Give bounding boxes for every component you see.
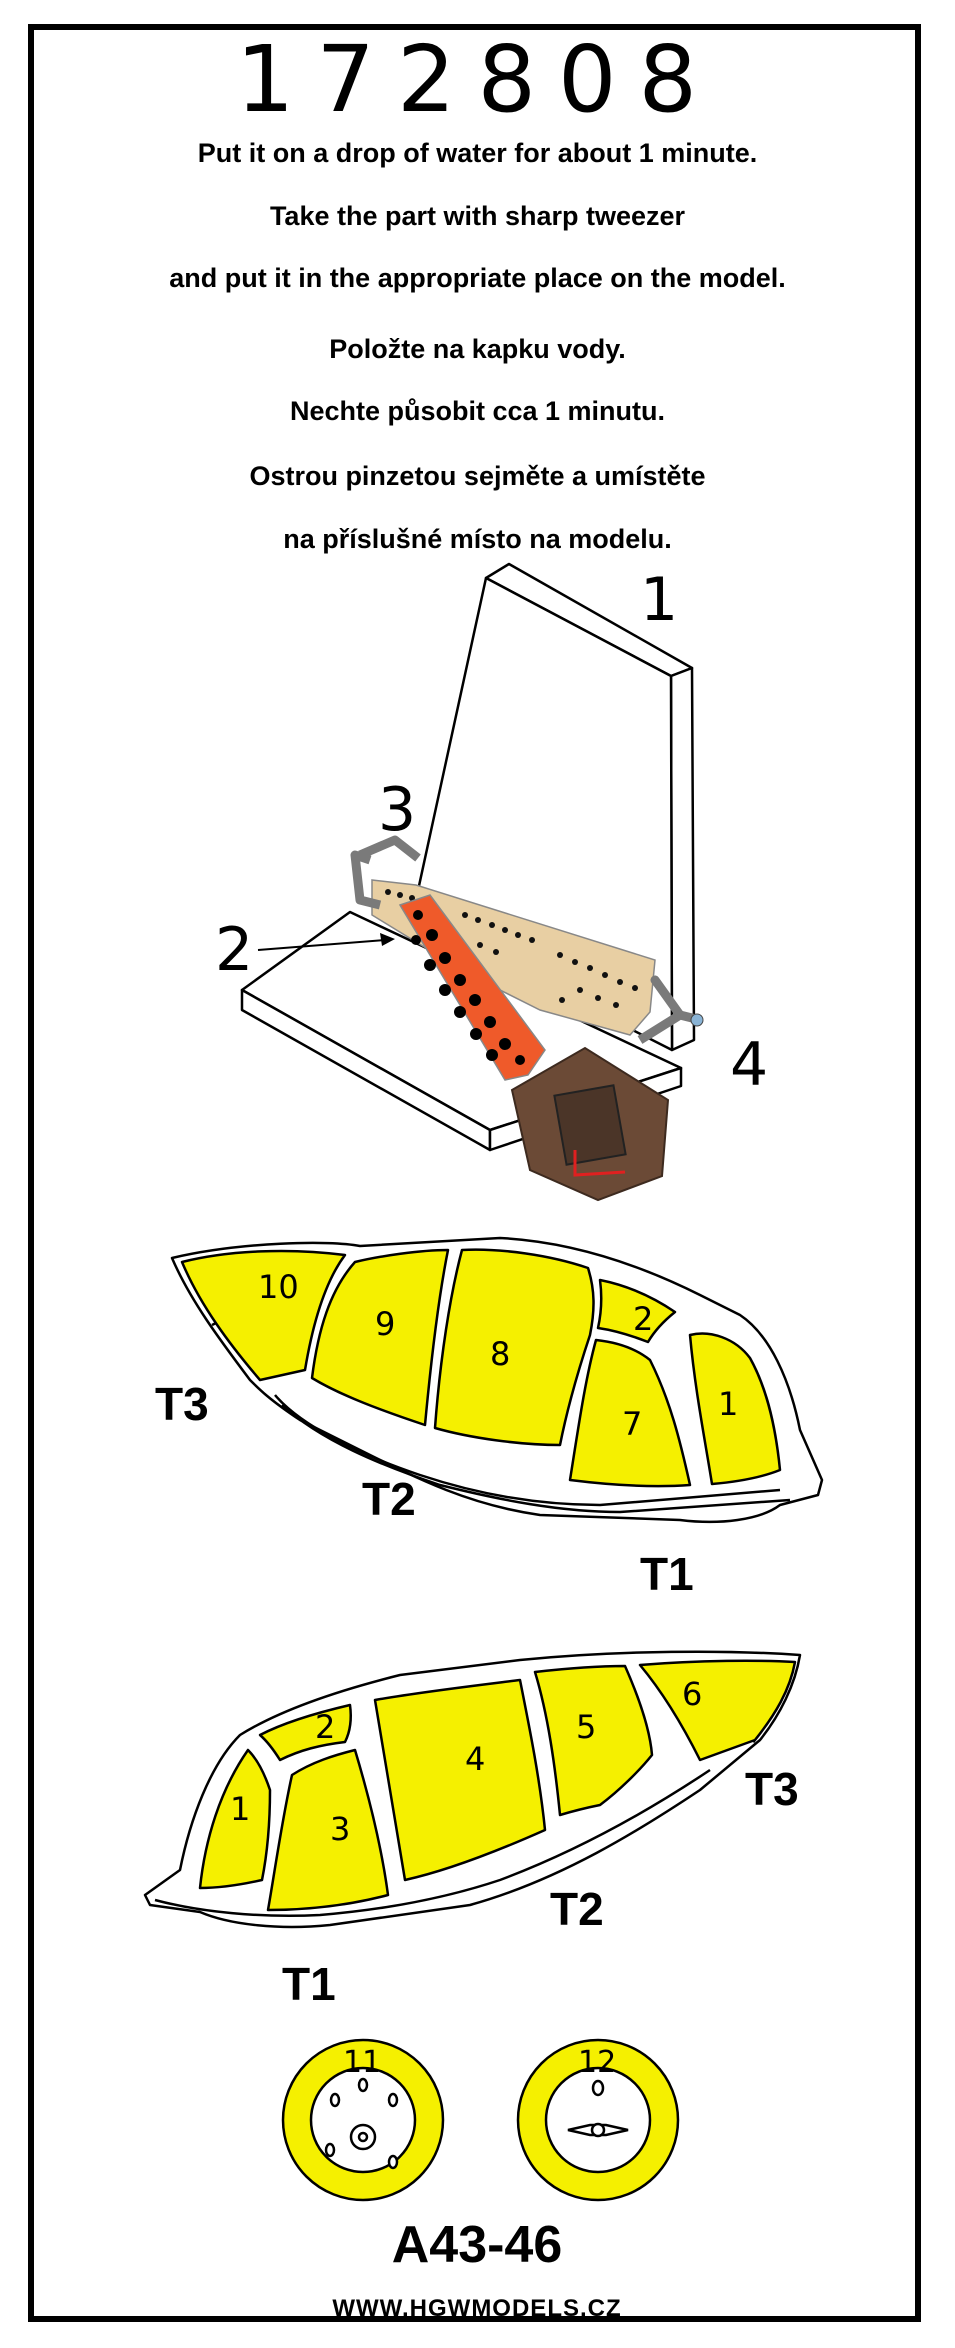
- panel-label: 2: [315, 1708, 335, 1746]
- panel-label: 8: [490, 1335, 510, 1373]
- seatbelt: [350, 835, 704, 1202]
- mask-panel-9: [310, 1248, 450, 1427]
- frame-label-t1: T1: [640, 1548, 694, 1600]
- panel-label: 1: [230, 1790, 250, 1828]
- canopy-side-1: [170, 1236, 824, 1524]
- mask-panel-5: [533, 1664, 654, 1817]
- panel-label: 10: [258, 1268, 299, 1306]
- instruction-line-3: and put it in the appropriate place on t…: [169, 263, 786, 293]
- label-buckle-right: 4: [730, 1030, 768, 1100]
- frame-label-t1: T1: [282, 1958, 336, 2010]
- instruction-line-5: Nechte působit cca 1 minutu.: [289, 396, 666, 426]
- mask-panel-1b: [198, 1748, 272, 1890]
- panel-label: 3: [330, 1810, 350, 1848]
- panel-label: 4: [465, 1740, 485, 1778]
- panel-label: 5: [576, 1708, 596, 1746]
- instruction-line-6: Ostrou pinzetou sejměte a umístěte: [249, 461, 706, 491]
- panel-label: 9: [375, 1305, 395, 1343]
- wheel-11: [281, 2038, 445, 2202]
- leader-line-belt: [257, 933, 395, 951]
- panel-label: 1: [718, 1385, 738, 1423]
- frame-label-t3: T3: [155, 1378, 209, 1430]
- mask-panel-3: [266, 1748, 390, 1912]
- canopy-side-2: [143, 1650, 802, 1929]
- seat-labels: 1 3 2 4: [215, 565, 768, 1100]
- frame-label-t2: T2: [362, 1473, 416, 1525]
- mask-panel-7: [568, 1338, 692, 1488]
- sheet-code: 172808: [235, 26, 720, 133]
- sheet-border: [28, 24, 921, 2322]
- mask-panel-8: [433, 1248, 595, 1447]
- panel-label: 7: [622, 1405, 642, 1443]
- mask-panel-2b: [258, 1703, 353, 1762]
- frame-label-t2: T2: [550, 1883, 604, 1935]
- model-code: A43-46: [392, 2216, 563, 2274]
- mask-panel-10: [180, 1249, 347, 1382]
- instruction-line-2: Take the part with sharp tweezer: [269, 201, 686, 231]
- wheel-12: [516, 2038, 680, 2202]
- label-backrest: 1: [640, 565, 678, 635]
- label-belt: 2: [215, 915, 253, 985]
- seat-illustration: [240, 562, 696, 1152]
- mask-panel-1: [688, 1332, 782, 1486]
- canopy-1-labels: 10 9 8 2 7 1 T3 T2 T1: [155, 1268, 738, 1600]
- website-url: WWW.HGWMODELS.CZ: [332, 2295, 621, 2322]
- wheel-label-12: 12: [578, 2045, 616, 2080]
- wheel-label-11: 11: [343, 2045, 381, 2080]
- frame-label-t3: T3: [745, 1763, 799, 1815]
- mask-panel-2: [596, 1278, 677, 1344]
- panel-label: 6: [682, 1675, 702, 1713]
- mask-panel-4: [373, 1678, 547, 1882]
- mask-panel-6: [638, 1659, 797, 1762]
- instruction-line-7: na příslušné místo na modelu.: [283, 524, 672, 554]
- instruction-line-1: Put it on a drop of water for about 1 mi…: [197, 138, 758, 168]
- instruction-line-4: Položte na kapku vody.: [329, 334, 626, 364]
- label-buckle-left: 3: [378, 775, 416, 845]
- panel-label: 2: [633, 1300, 653, 1338]
- canopy-2-labels: 2 1 3 4 5 6 T3 T2 T1: [230, 1675, 799, 2010]
